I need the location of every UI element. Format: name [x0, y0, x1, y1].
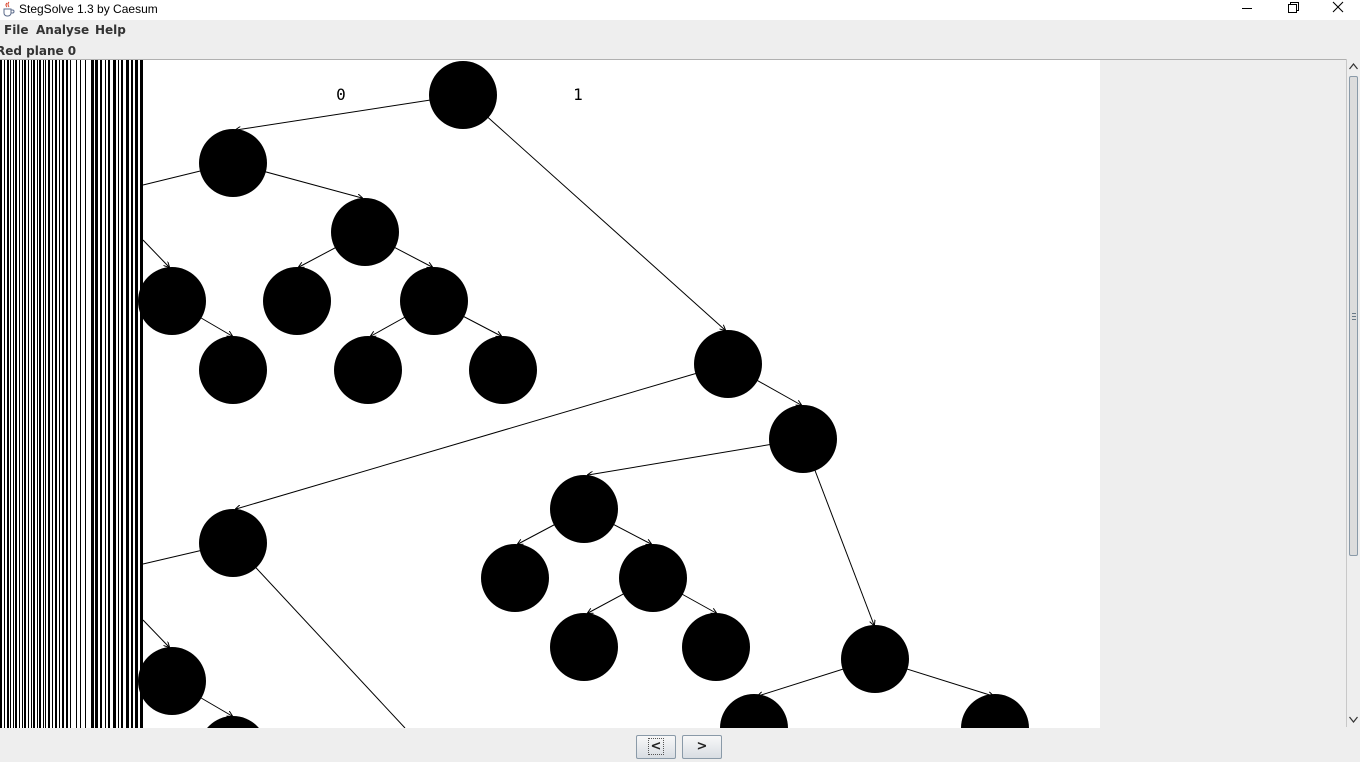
scroll-down-button[interactable]: [1347, 711, 1360, 727]
thumb-grip-line: [1352, 319, 1356, 320]
vertical-scrollbar[interactable]: [1346, 59, 1360, 727]
navigation-bar: < >: [0, 728, 1360, 762]
arrow-up-icon: [1347, 60, 1360, 79]
minimize-icon: [1224, 5, 1270, 24]
image-left-edge: [140, 60, 143, 728]
decoded-image: 0 1: [0, 60, 1100, 728]
close-icon: [1314, 1, 1360, 24]
menu-help[interactable]: Help: [95, 23, 126, 37]
scroll-up-button[interactable]: [1347, 59, 1360, 75]
restore-icon: [1269, 2, 1315, 24]
minimize-button[interactable]: [1224, 0, 1270, 20]
window-title: StegSolve 1.3 by Caesum: [19, 2, 158, 16]
scroll-thumb[interactable]: [1349, 76, 1358, 556]
image-viewport[interactable]: 0 1: [0, 59, 1346, 728]
image-background: [0, 60, 1100, 728]
java-cup-icon: [1, 1, 15, 17]
menu-file[interactable]: File: [4, 23, 29, 37]
thumb-grip-line: [1352, 316, 1356, 317]
next-plane-button[interactable]: >: [682, 735, 722, 759]
plane-label: Red plane 0: [0, 44, 77, 58]
menu-analyse[interactable]: Analyse: [36, 23, 90, 37]
restore-button[interactable]: [1269, 0, 1315, 20]
title-bar: StegSolve 1.3 by Caesum: [0, 0, 1360, 20]
thumb-grip-line: [1352, 313, 1356, 314]
close-button[interactable]: [1314, 0, 1360, 20]
menu-bar: File Analyse Help: [0, 20, 1360, 42]
previous-plane-button[interactable]: <: [636, 735, 676, 759]
tree-nodes: [138, 61, 1029, 728]
arrow-down-icon: [1347, 712, 1360, 731]
previous-label: <: [647, 738, 665, 755]
next-label: >: [696, 739, 708, 754]
label-one: 1: [573, 85, 583, 104]
label-zero: 0: [336, 85, 346, 104]
